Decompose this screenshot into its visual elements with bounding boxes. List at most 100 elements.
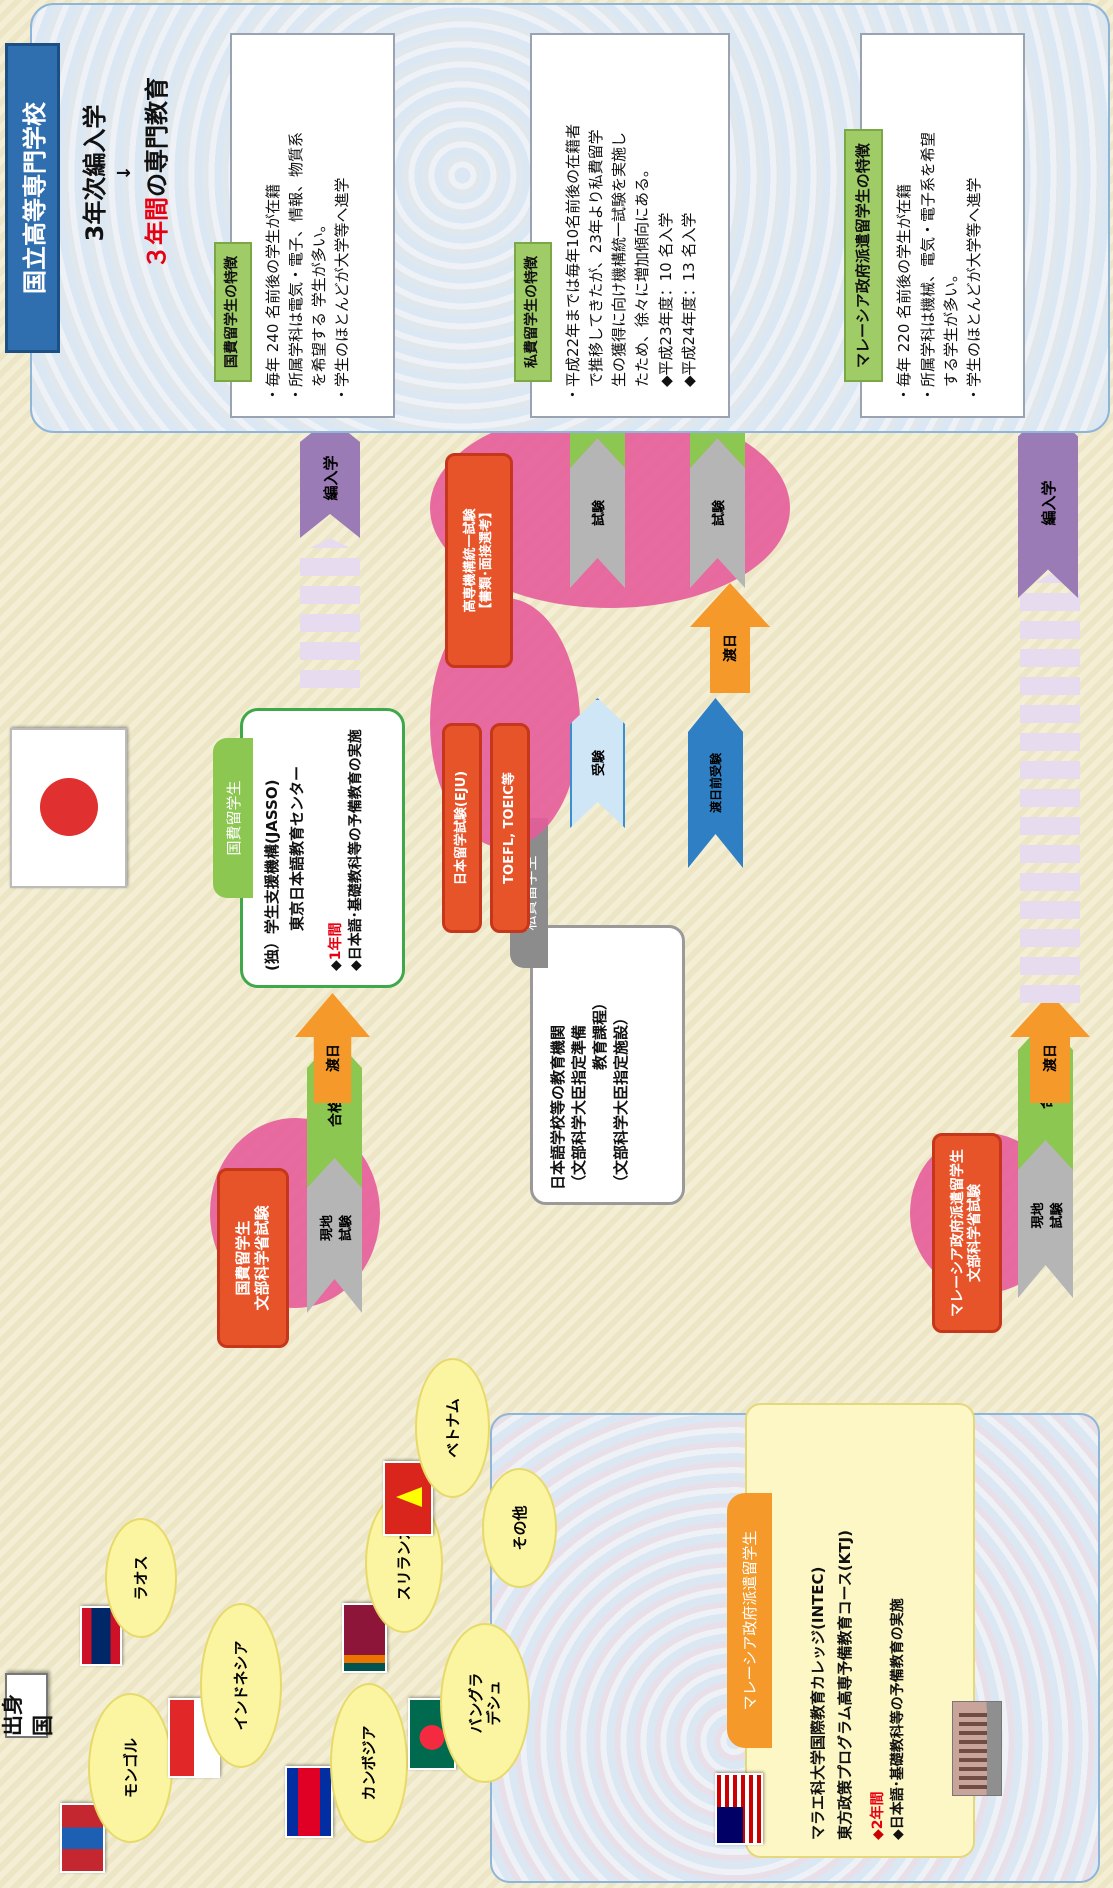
edu-arrow: ↓ — [114, 43, 135, 303]
pre-exam-label: 渡日前受験 — [707, 753, 724, 813]
priv-line4: （文部科学大臣指定施設） — [610, 940, 631, 1190]
toefl-label: TOEFL, TOEIC等 — [502, 772, 518, 884]
country-label: その他 — [511, 1506, 529, 1551]
gov-bullet2-label: 日本語･基礎教科等の予備教育の実施 — [348, 729, 364, 960]
travel-label: 渡日 — [323, 1044, 343, 1072]
feature-panel-priv: 私費留学生の特徴 ・平成22年までは毎年10名前後の在籍者 で推移してきたが、2… — [530, 33, 730, 418]
feature-line: する学生が多い。 — [940, 49, 963, 402]
feature-line: ・学生のほとんどが大学等へ進学 — [331, 49, 354, 402]
edu-line2: ３年間の専門教育 — [137, 43, 172, 303]
feature-line: ・所属学科は機械、電気・電子系を希望 — [917, 49, 940, 402]
feature-line: で推移してきたが、23年より私費留学 — [585, 49, 608, 402]
admission-arrow-gov: 編入学 — [300, 418, 360, 538]
feature-panel-gov: 国費留学生の特徴 ・毎年 240 名前後の学生が在籍 ・所属学科は電気・電子、情… — [230, 33, 395, 418]
mal-line1: マラエ科大学国際教育カレッジ(INTEC) — [807, 1421, 828, 1840]
local-exam-label: 現地 試験 — [1027, 1203, 1065, 1229]
gov-bullet1: ◆1年間 — [325, 725, 345, 971]
admission-arrow-mal: 編入学 — [1018, 408, 1078, 598]
edu-line2-red: ３年間 — [143, 197, 171, 269]
feature-title-mal: マレーシア政府派遣留学生の特徴 — [844, 129, 883, 382]
building-icon — [952, 1701, 1002, 1796]
country-mongolia: モンゴル — [88, 1693, 173, 1843]
priv-line1: 日本語学校等の教育機関 — [547, 940, 568, 1190]
gov-student-box: (独）学生支援機構(JASSO) 東京日本語教育センター ◆1年間 ◆日本語･基… — [240, 708, 405, 988]
feature-line: ・学生のほとんどが大学等へ進学 — [963, 49, 986, 402]
origin-title: 出身国 — [5, 1673, 48, 1738]
feature-line: 生の獲得に向け機構統一試験を実施し — [608, 49, 631, 402]
gov-bullet2: ◆日本語･基礎教科等の予備教育の実施 — [345, 725, 365, 971]
faint-chevrons-gov — [300, 538, 360, 688]
mal-exam-label: マレーシア政府派遣留学生 文部科学省試験 — [950, 1149, 985, 1317]
country-cambodia: カンボジア — [330, 1683, 408, 1843]
mal-line2: 東方政策プログラム高専予備教育コース(KTJ) — [834, 1421, 855, 1840]
country-laos: ラオス — [105, 1518, 177, 1638]
japan-flag — [10, 728, 127, 888]
gov-line2: 東京日本語教育センター — [286, 725, 307, 931]
edu-line1: 3年次編入学 — [75, 43, 110, 303]
mal-bullet1-label: 2年間 — [870, 1791, 886, 1829]
mal-bullet2-label: 日本語･基礎教科等の予備教育の実施 — [890, 1598, 906, 1829]
feature-line: ・所属学科は電気・電子、情報、物質系 — [285, 49, 308, 402]
faint-chevrons-mal — [1020, 573, 1080, 1003]
pre-exam-chevron: 渡日前受験 — [688, 698, 743, 868]
travel-label: 渡日 — [1040, 1044, 1060, 1072]
feature-line: ・毎年 240 名前後の学生が在籍 — [262, 49, 285, 402]
kosen-exam-box: 高専機構統一試験 【書類･面接選考】 — [445, 453, 513, 668]
toefl-box: TOEFL, TOEIC等 — [490, 723, 530, 933]
cambodia-flag — [285, 1766, 333, 1838]
edu-text: 3年次編入学 ↓ ３年間の専門教育 — [75, 43, 215, 303]
priv-line2: （文部科学大臣指定準備 — [568, 940, 589, 1190]
feature-line: ◆平成23年度：10 名入学 — [655, 49, 678, 402]
kosen-title-label: 国立高等専門学校 — [15, 102, 50, 294]
country-label: バングラ デシュ — [467, 1673, 503, 1734]
exam-label: 試験 — [588, 500, 607, 526]
mal-exam-box: マレーシア政府派遣留学生 文部科学省試験 — [932, 1133, 1002, 1333]
admission-label: 編入学 — [320, 456, 341, 501]
country-label: インドネシア — [232, 1641, 250, 1731]
gov-exam-box: 国費留学生 文部科学省試験 — [217, 1168, 289, 1348]
mal-tab: マレーシア政府派遣留学生 — [727, 1493, 772, 1748]
mal-bullet2: ◆日本語･基礎教科等の予備教育の実施 — [887, 1421, 907, 1840]
feature-line: たため、徐々に増加傾向にある。 — [631, 49, 654, 402]
receive-exam-label: 受験 — [588, 750, 607, 776]
gov-line1: (独）学生支援機構(JASSO) — [261, 725, 282, 971]
country-label: カンボジア — [360, 1726, 378, 1801]
mal-bullet1: ◆2年間 — [867, 1421, 887, 1840]
country-label: ベトナム — [444, 1398, 462, 1458]
eju-box: 日本留学試験(EJU) — [442, 723, 482, 933]
gov-student-tab-label: 国費留学生 — [223, 781, 244, 856]
priv-line3: 教育課程） — [589, 940, 610, 1070]
eju-label: 日本留学試験(EJU) — [454, 771, 470, 885]
country-label: モンゴル — [122, 1738, 140, 1798]
feature-line: を希望する 学生が多い。 — [308, 49, 331, 402]
gov-bullet1-label: 1年間 — [328, 922, 344, 960]
gov-exam-label: 国費留学生 文部科学省試験 — [234, 1206, 272, 1311]
gov-student-tab: 国費留学生 — [213, 738, 253, 898]
pass-label: 合格 — [325, 1099, 345, 1127]
feature-line: ・平成22年までは毎年10名前後の在籍者 — [562, 49, 585, 402]
feature-title-gov: 国費留学生の特徴 — [214, 242, 252, 382]
mal-tab-label: マレーシア政府派遣留学生 — [739, 1531, 760, 1711]
feature-line: ・毎年 220 名前後の学生が在籍 — [893, 49, 916, 402]
kosen-exam-label: 高専機構統一試験 【書類･面接選考】 — [463, 505, 496, 616]
country-label: スリランカ — [395, 1526, 413, 1601]
country-other: その他 — [482, 1468, 557, 1588]
country-label: ラオス — [132, 1556, 150, 1601]
local-exam-label: 現地 試験 — [316, 1215, 354, 1241]
feature-panel-mal: マレーシア政府派遣留学生の特徴 ・毎年 220 名前後の学生が在籍 ・所属学科は… — [860, 33, 1025, 418]
country-vietnam: ベトナム — [415, 1358, 490, 1498]
admission-label: 編入学 — [1038, 481, 1059, 526]
mal-box: マラエ科大学国際教育カレッジ(INTEC) 東方政策プログラム高専予備教育コース… — [745, 1403, 975, 1858]
kosen-title: 国立高等専門学校 — [5, 43, 60, 353]
edu-line2-rest: の専門教育 — [143, 77, 171, 197]
country-indonesia: インドネシア — [200, 1603, 282, 1768]
origin-title-label: 出身国 — [0, 1675, 57, 1736]
receive-exam-chevron: 受験 — [570, 698, 625, 828]
country-bangladesh: バングラ デシュ — [440, 1623, 530, 1783]
travel-label: 渡日 — [720, 634, 740, 662]
feature-line: ◆平成24年度：13 名入学 — [678, 49, 701, 402]
priv-student-box: 日本語学校等の教育機関 （文部科学大臣指定準備 教育課程） （文部科学大臣指定施… — [530, 925, 685, 1205]
travel-arrow-priv-top: 渡日 — [690, 583, 770, 693]
malaysia-flag — [715, 1773, 763, 1845]
